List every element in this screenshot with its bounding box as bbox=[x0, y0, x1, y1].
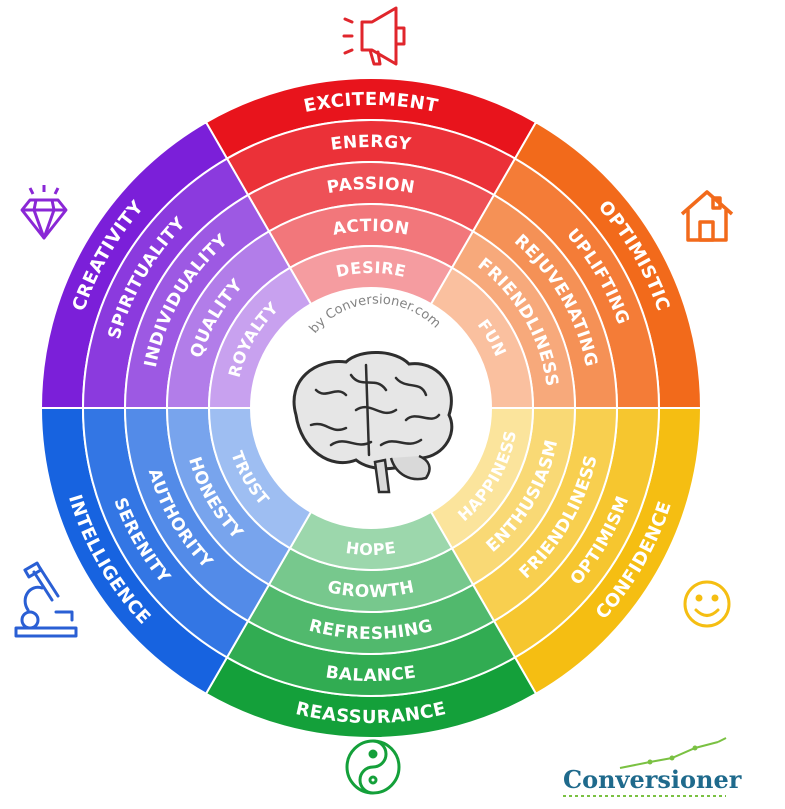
ring-label: ENERGY bbox=[329, 132, 412, 155]
sectors-layer bbox=[39, 77, 703, 739]
house-icon bbox=[680, 190, 734, 242]
brand-wordmark: Conversioner bbox=[563, 765, 742, 794]
yin-yang-icon bbox=[345, 739, 401, 795]
conversioner-logo: Conversioner bbox=[563, 737, 742, 797]
ring-label: BALANCE bbox=[324, 662, 417, 686]
megaphone-icon bbox=[342, 6, 406, 66]
ring-label: DESIRE bbox=[334, 258, 408, 281]
ring-label: ACTION bbox=[331, 216, 411, 240]
ring-label: HOPE bbox=[345, 538, 398, 559]
microscope-icon bbox=[14, 561, 78, 638]
diamond-icon bbox=[20, 185, 68, 240]
smiley-icon bbox=[683, 580, 731, 628]
brain-icon bbox=[292, 350, 454, 494]
